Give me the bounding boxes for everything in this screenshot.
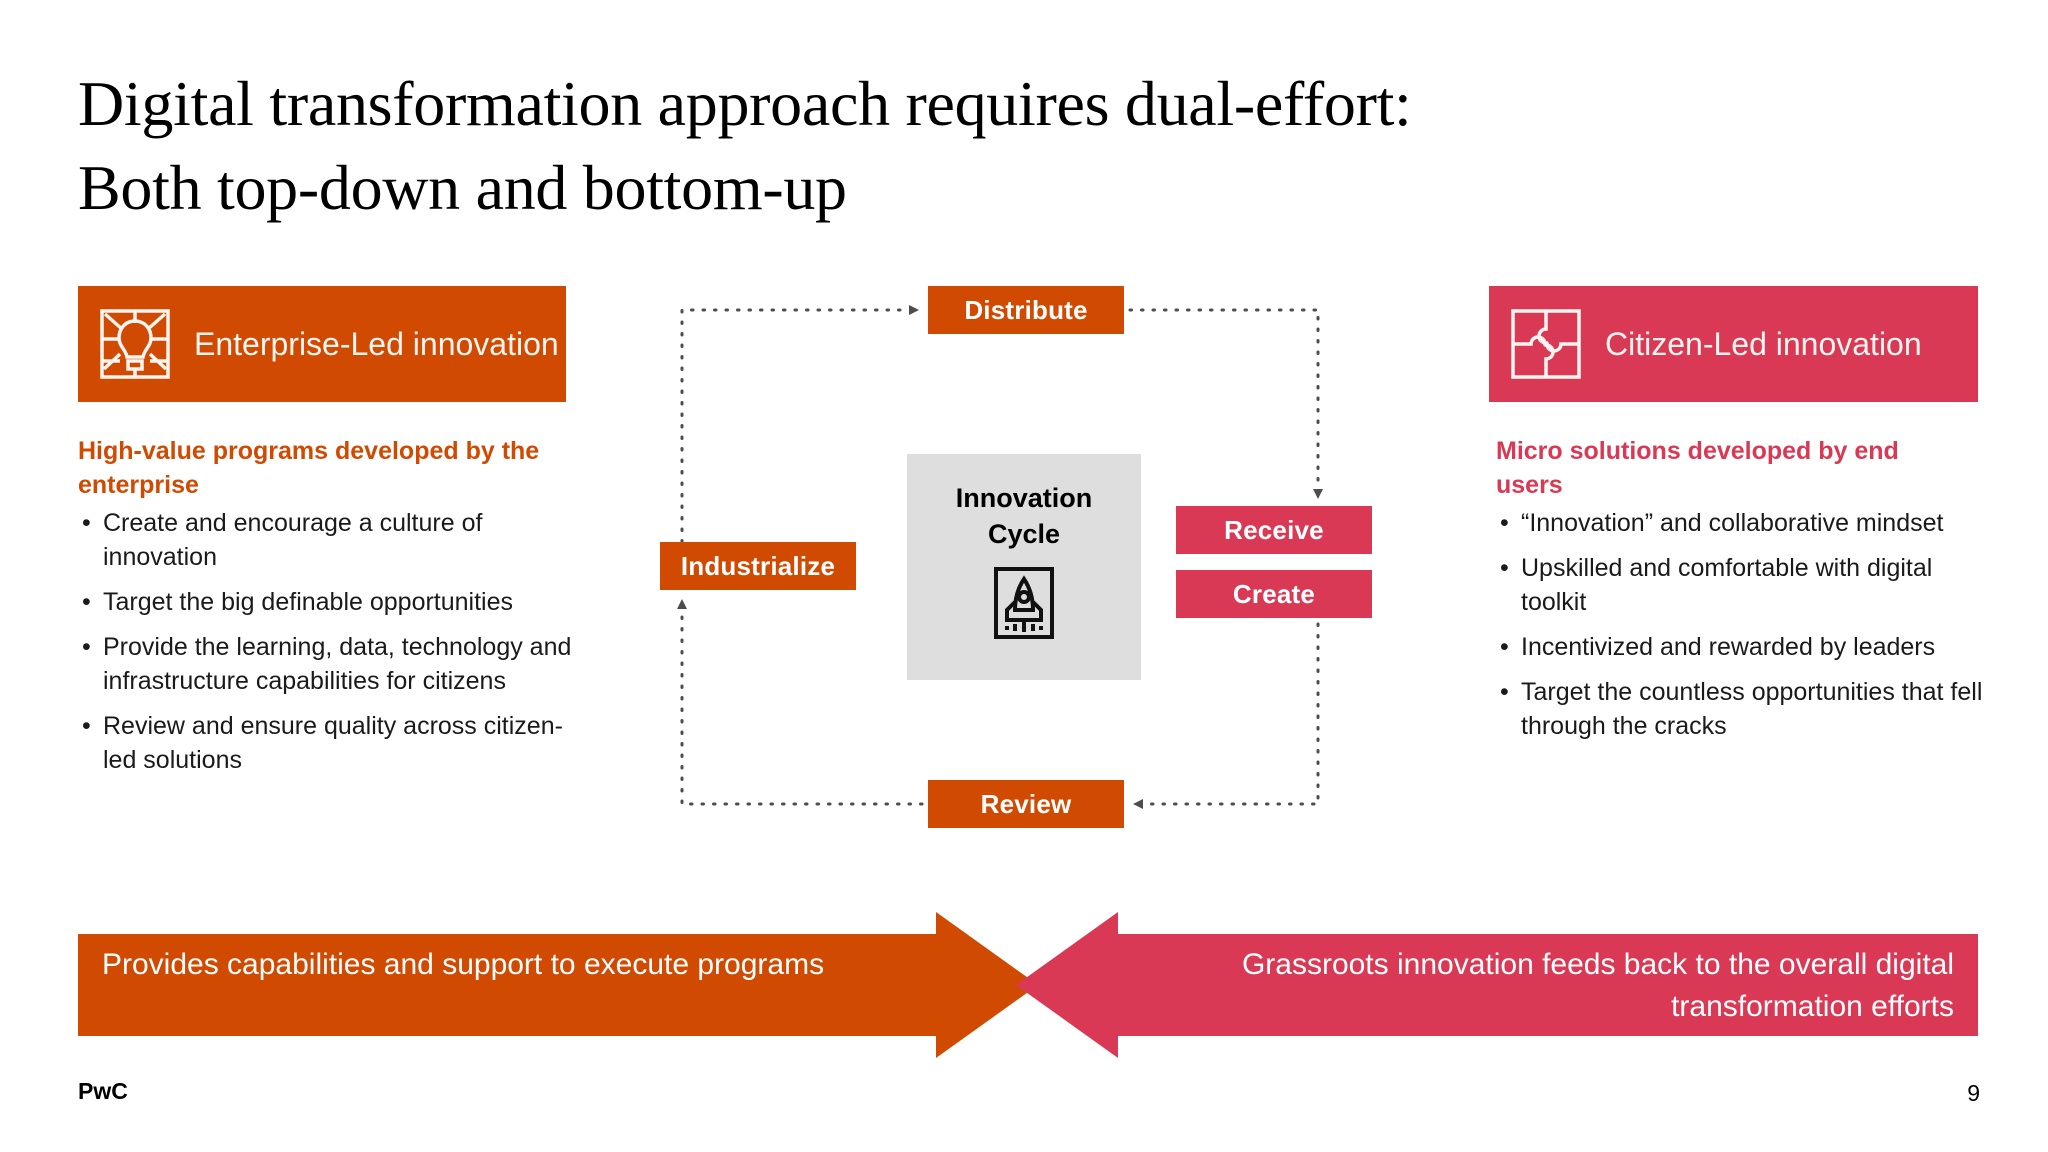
citizen-led-bullet-list: “Innovation” and collaborative mindset U…: [1496, 506, 1996, 754]
list-item: Upskilled and comfortable with digital t…: [1496, 551, 1996, 619]
title-line-2: Both top-down and bottom-up: [78, 152, 847, 223]
puzzle-pieces-icon: [1511, 309, 1581, 379]
innovation-cycle-center: Innovation Cycle: [907, 454, 1141, 680]
enterprise-led-bullet-list: Create and encourage a culture of innova…: [78, 506, 578, 788]
bottom-arrow-shapes: [78, 912, 1978, 1058]
right-chevron-arrow: [1016, 912, 1978, 1058]
pwc-logo: PwC: [78, 1078, 128, 1104]
lightbulb-rays-icon: [100, 309, 170, 379]
bottom-arrow-group: Provides capabilities and support to exe…: [78, 912, 1978, 1058]
cycle-center-title-line-2: Cycle: [987, 519, 1061, 549]
citizen-led-header: Citizen-Led innovation: [1489, 286, 1978, 402]
list-item: Provide the learning, data, technology a…: [78, 630, 578, 698]
cycle-node-review[interactable]: Review: [928, 780, 1124, 828]
cycle-center-title: Innovation Cycle: [956, 480, 1093, 552]
enterprise-led-header: Enterprise-Led innovation: [78, 286, 566, 402]
right-arrow-label: Grassroots innovation feeds back to the …: [1241, 948, 1954, 1023]
left-arrow-label: Provides capabilities and support to exe…: [102, 948, 825, 981]
list-item: Incentivized and rewarded by leaders: [1496, 630, 1996, 664]
cycle-node-create[interactable]: Create: [1176, 570, 1372, 618]
citizen-led-header-label: Citizen-Led innovation: [1605, 326, 1922, 362]
list-item: Create and encourage a culture of innova…: [78, 506, 578, 574]
cycle-node-receive[interactable]: Receive: [1176, 506, 1372, 554]
cycle-node-distribute[interactable]: Distribute: [928, 286, 1124, 334]
list-item: Target the big definable opportunities: [78, 585, 578, 619]
page-number: 9: [1967, 1080, 1980, 1106]
citizen-led-subhead: Micro solutions developed by end users: [1496, 437, 1899, 499]
list-item: “Innovation” and collaborative mindset: [1496, 506, 1996, 540]
rocket-icon: [987, 566, 1061, 640]
list-item: Target the countless opportunities that …: [1496, 675, 1996, 743]
enterprise-led-header-label: Enterprise-Led innovation: [194, 326, 559, 362]
cycle-node-industrialize[interactable]: Industrialize: [660, 542, 856, 590]
list-item: Review and ensure quality across citizen…: [78, 709, 578, 777]
title-line-1: Digital transformation approach requires…: [78, 68, 1412, 139]
cycle-center-title-line-1: Innovation: [955, 483, 1093, 513]
left-chevron-arrow: [78, 912, 1038, 1058]
innovation-cycle-diagram: Innovation Cycle: [660, 280, 1372, 840]
enterprise-led-subhead: High-value programs developed by the ent…: [78, 437, 540, 499]
cycle-connector-lines: [677, 305, 1323, 809]
page-title: Digital transformation approach requires…: [78, 62, 1778, 230]
